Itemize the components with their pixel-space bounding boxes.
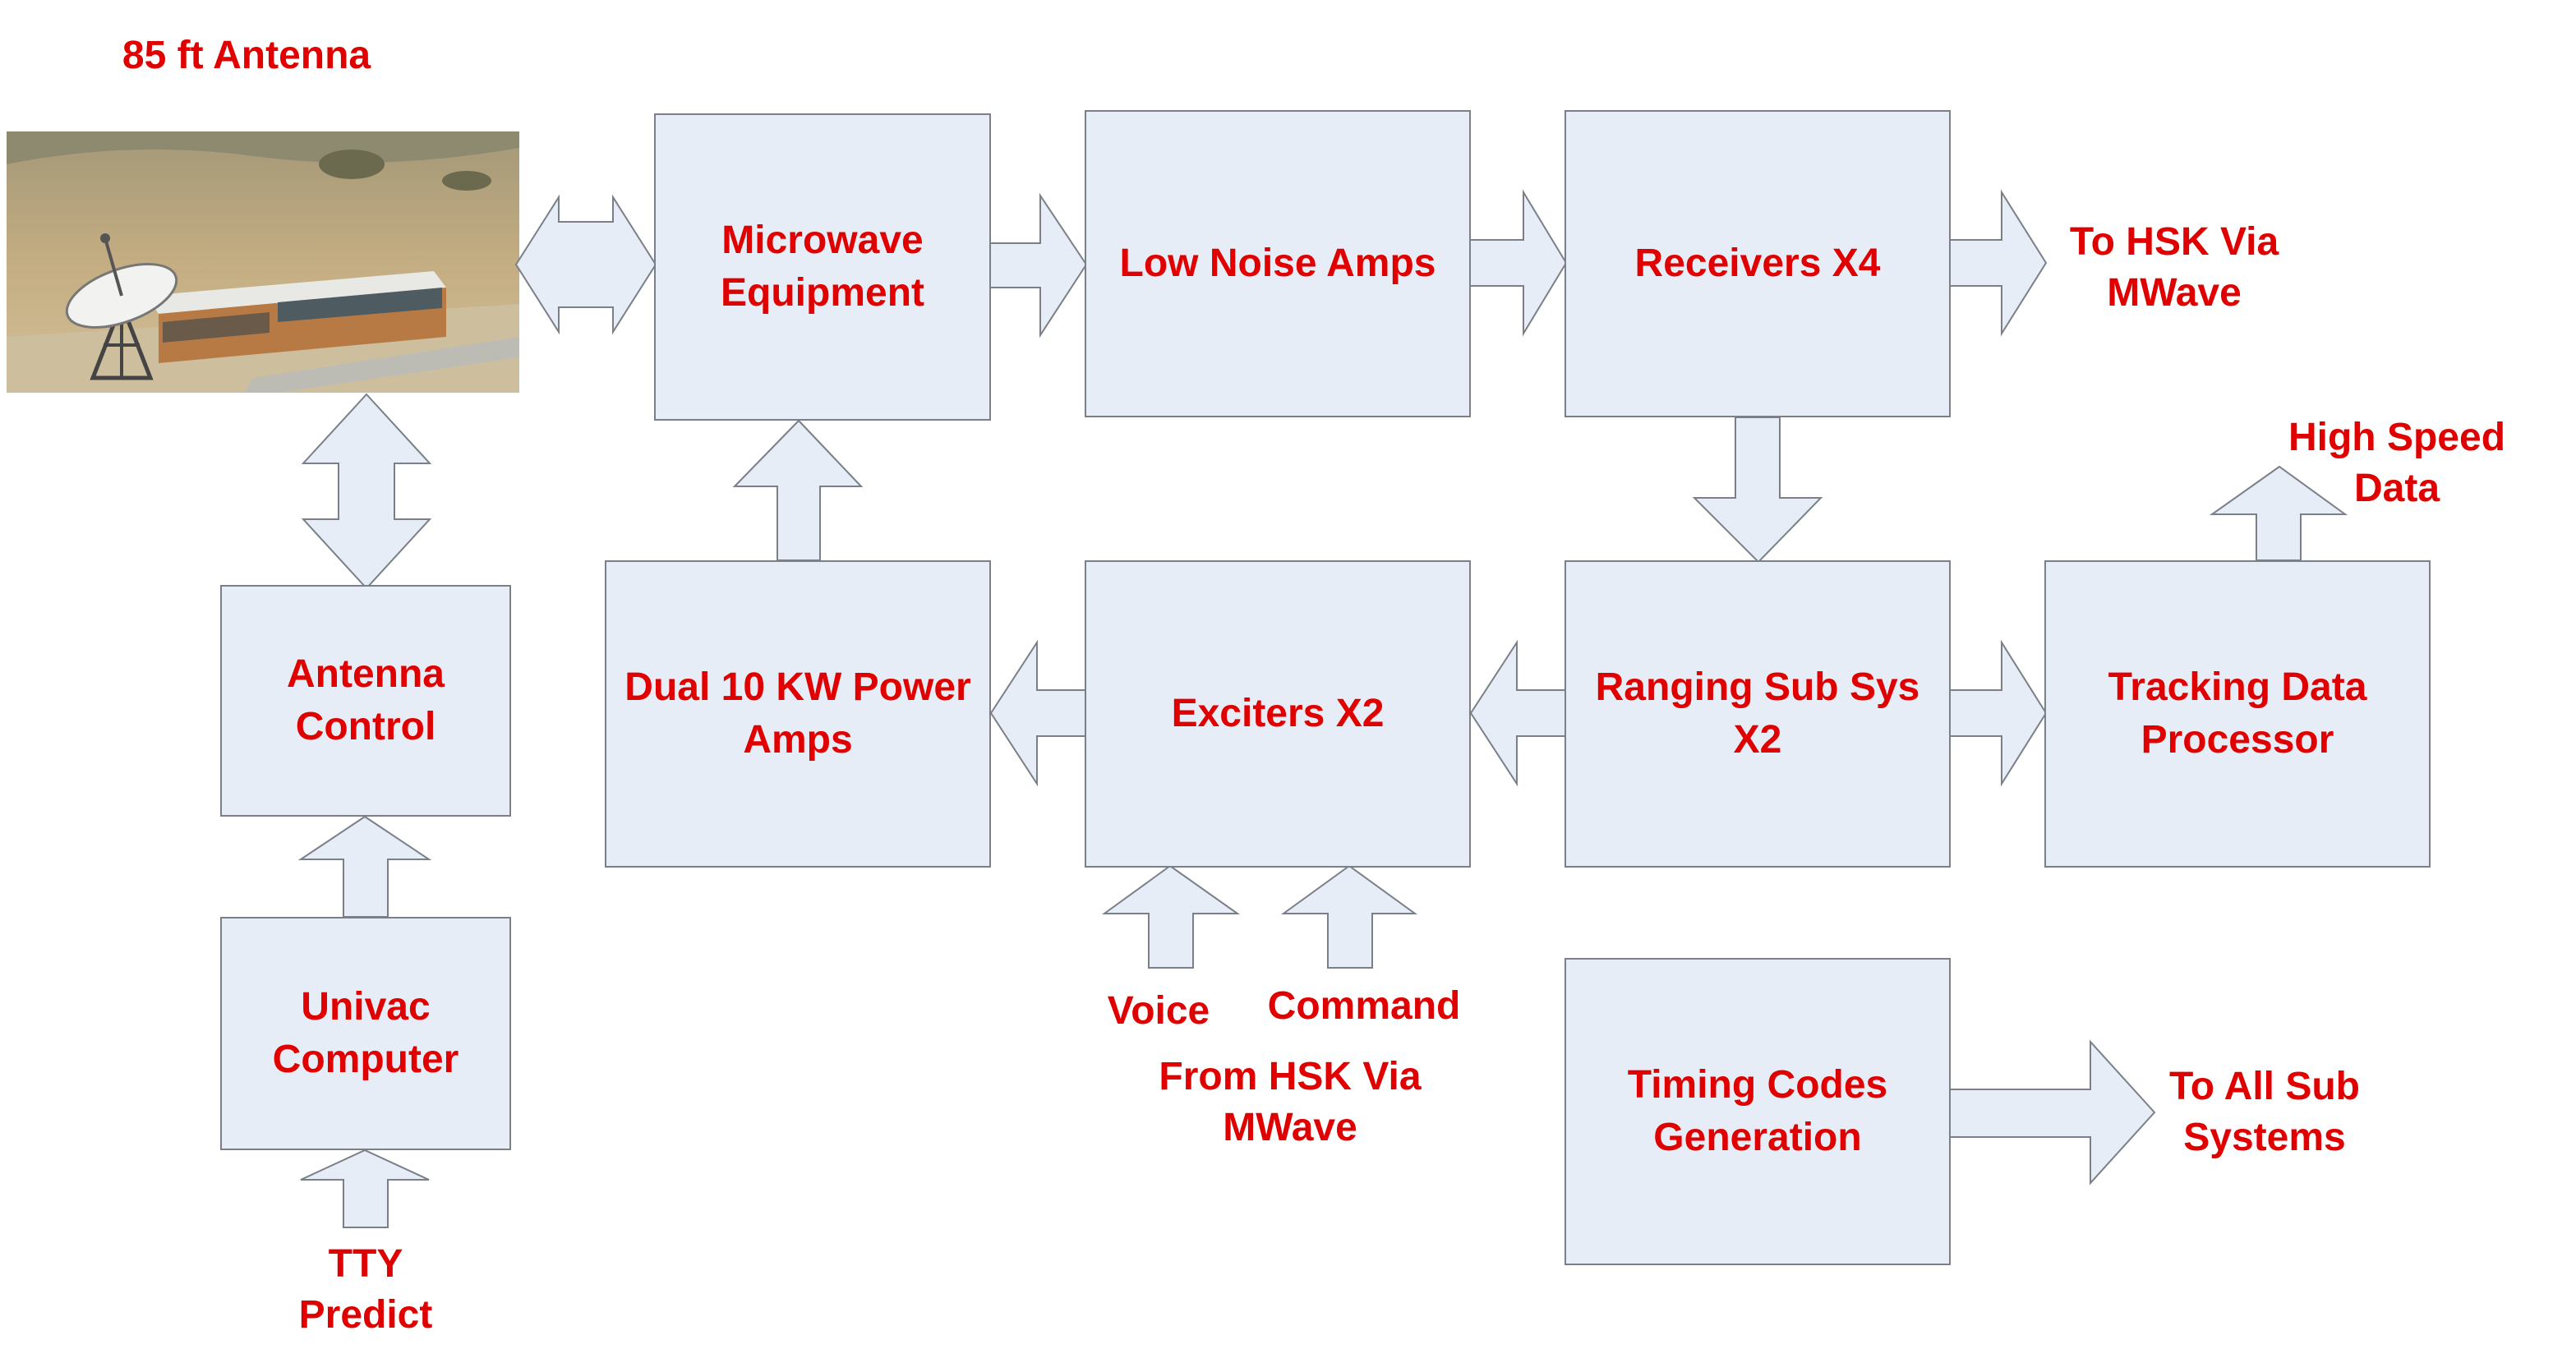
arrow-microwave-to-lna xyxy=(988,192,1088,338)
to-hsk-label: To HSK Via MWave xyxy=(2069,220,2279,315)
microwave-equipment-box: Microwave Equipment xyxy=(654,113,991,421)
univac-computer-box: Univac Computer xyxy=(220,917,511,1150)
receivers-box: Receivers X4 xyxy=(1564,110,1951,417)
exciters-box: Exciters X2 xyxy=(1085,560,1471,868)
microwave-equipment-label: Microwave Equipment xyxy=(721,219,924,315)
low-noise-amps-box: Low Noise Amps xyxy=(1085,110,1471,417)
univac-computer-label: Univac Computer xyxy=(272,985,459,1081)
timing-codes-box: Timing Codes Generation xyxy=(1564,958,1951,1265)
arrow-ranging-to-exciters xyxy=(1469,639,1567,787)
arrow-power-amps-to-microwave xyxy=(732,419,864,561)
arrow-univac-to-antenna-control xyxy=(297,815,432,918)
antenna-title: 85 ft Antenna xyxy=(122,34,371,77)
arrow-command-to-exciters xyxy=(1280,864,1418,969)
ranging-subsystem-label: Ranging Sub Sys X2 xyxy=(1595,665,1920,762)
exciters-label: Exciters X2 xyxy=(1171,692,1385,735)
voice-label: Voice xyxy=(1107,989,1210,1033)
double-arrow-photo-microwave xyxy=(514,194,657,335)
from-hsk-label: From HSK Via MWave xyxy=(1159,1055,1422,1149)
power-amps-label: Dual 10 KW Power Amps xyxy=(624,665,971,762)
arrow-receivers-to-hsk xyxy=(1948,189,2048,337)
double-arrow-photo-antenna-control xyxy=(301,393,432,590)
tracking-processor-label: Tracking Data Processor xyxy=(2108,665,2367,762)
low-noise-amps-label: Low Noise Amps xyxy=(1119,242,1436,285)
ranging-subsystem-box: Ranging Sub Sys X2 xyxy=(1564,560,1951,868)
receivers-label: Receivers X4 xyxy=(1634,242,1881,285)
command-label: Command xyxy=(1267,984,1461,1028)
power-amps-box: Dual 10 KW Power Amps xyxy=(605,560,991,868)
arrow-tty-to-univac xyxy=(300,1149,430,1228)
tracking-processor-box: Tracking Data Processor xyxy=(2044,560,2431,868)
arrow-receivers-to-ranging xyxy=(1692,417,1823,564)
arrow-tracking-to-high-speed xyxy=(2209,465,2348,561)
timing-codes-label: Timing Codes Generation xyxy=(1627,1063,1888,1159)
arrow-lna-to-receivers xyxy=(1468,189,1568,337)
antenna-control-box: Antenna Control xyxy=(220,585,511,817)
arrow-timing-to-all-subsystems xyxy=(1948,1039,2156,1186)
antenna-control-label: Antenna Control xyxy=(287,652,445,748)
antenna-station-photo xyxy=(7,131,519,393)
to-all-subsystems-label: To All Sub Systems xyxy=(2169,1065,2360,1159)
arrow-voice-to-exciters xyxy=(1101,864,1241,969)
high-speed-data-label: High Speed Data xyxy=(2288,416,2506,510)
tty-predict-label: TTY Predict xyxy=(298,1242,433,1337)
arrow-exciters-to-power-amps xyxy=(989,639,1087,787)
arrow-ranging-to-tracking xyxy=(1948,639,2048,787)
